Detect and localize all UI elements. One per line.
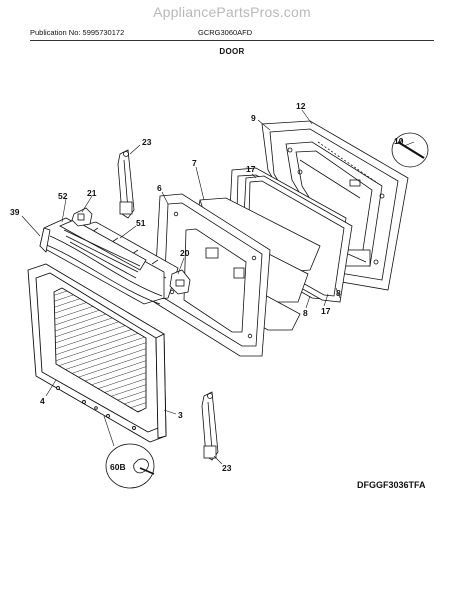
callout-6: 6	[157, 183, 162, 193]
callout-60b: 60B	[110, 462, 126, 472]
callout-3: 3	[178, 410, 183, 420]
callout-51: 51	[136, 218, 146, 228]
callout-23-upper: 23	[142, 137, 152, 147]
callout-12: 12	[296, 101, 306, 111]
site-watermark: AppliancePartsPros.com	[153, 4, 311, 20]
part-screw-10	[391, 132, 429, 168]
callout-7: 7	[192, 158, 197, 168]
publication-number: Publication No: 5995730172	[30, 28, 125, 37]
part-bracket-20	[169, 269, 191, 295]
callout-9: 9	[251, 113, 256, 123]
callout-39: 39	[10, 207, 20, 217]
part-hinge-23-lower	[201, 391, 219, 461]
callout-23-lower: 23	[222, 463, 232, 473]
model-number: GCRG3060AFD	[198, 28, 253, 37]
callout-21: 21	[87, 188, 97, 198]
callout-17-upper: 17	[246, 164, 256, 174]
callout-8-right: 8	[336, 288, 341, 298]
part-inner-door-6	[153, 193, 271, 357]
leader-lines	[21, 109, 415, 465]
part-latch-21	[71, 207, 93, 227]
part-outer-door-3	[27, 263, 167, 443]
callout-17-lower: 17	[321, 306, 331, 316]
part-screw-60b	[105, 443, 155, 489]
callout-8-lower: 8	[303, 308, 308, 318]
section-title: DOOR	[219, 47, 245, 56]
diagram-code: DFGGF3036TFA	[357, 480, 426, 490]
callout-10: 10	[394, 136, 404, 146]
header-rule	[30, 40, 434, 41]
callout-52: 52	[58, 191, 68, 201]
callout-4: 4	[40, 396, 45, 406]
part-hinge-23-upper	[117, 149, 135, 219]
part-handle-39	[39, 217, 165, 305]
callout-20: 20	[180, 248, 190, 258]
